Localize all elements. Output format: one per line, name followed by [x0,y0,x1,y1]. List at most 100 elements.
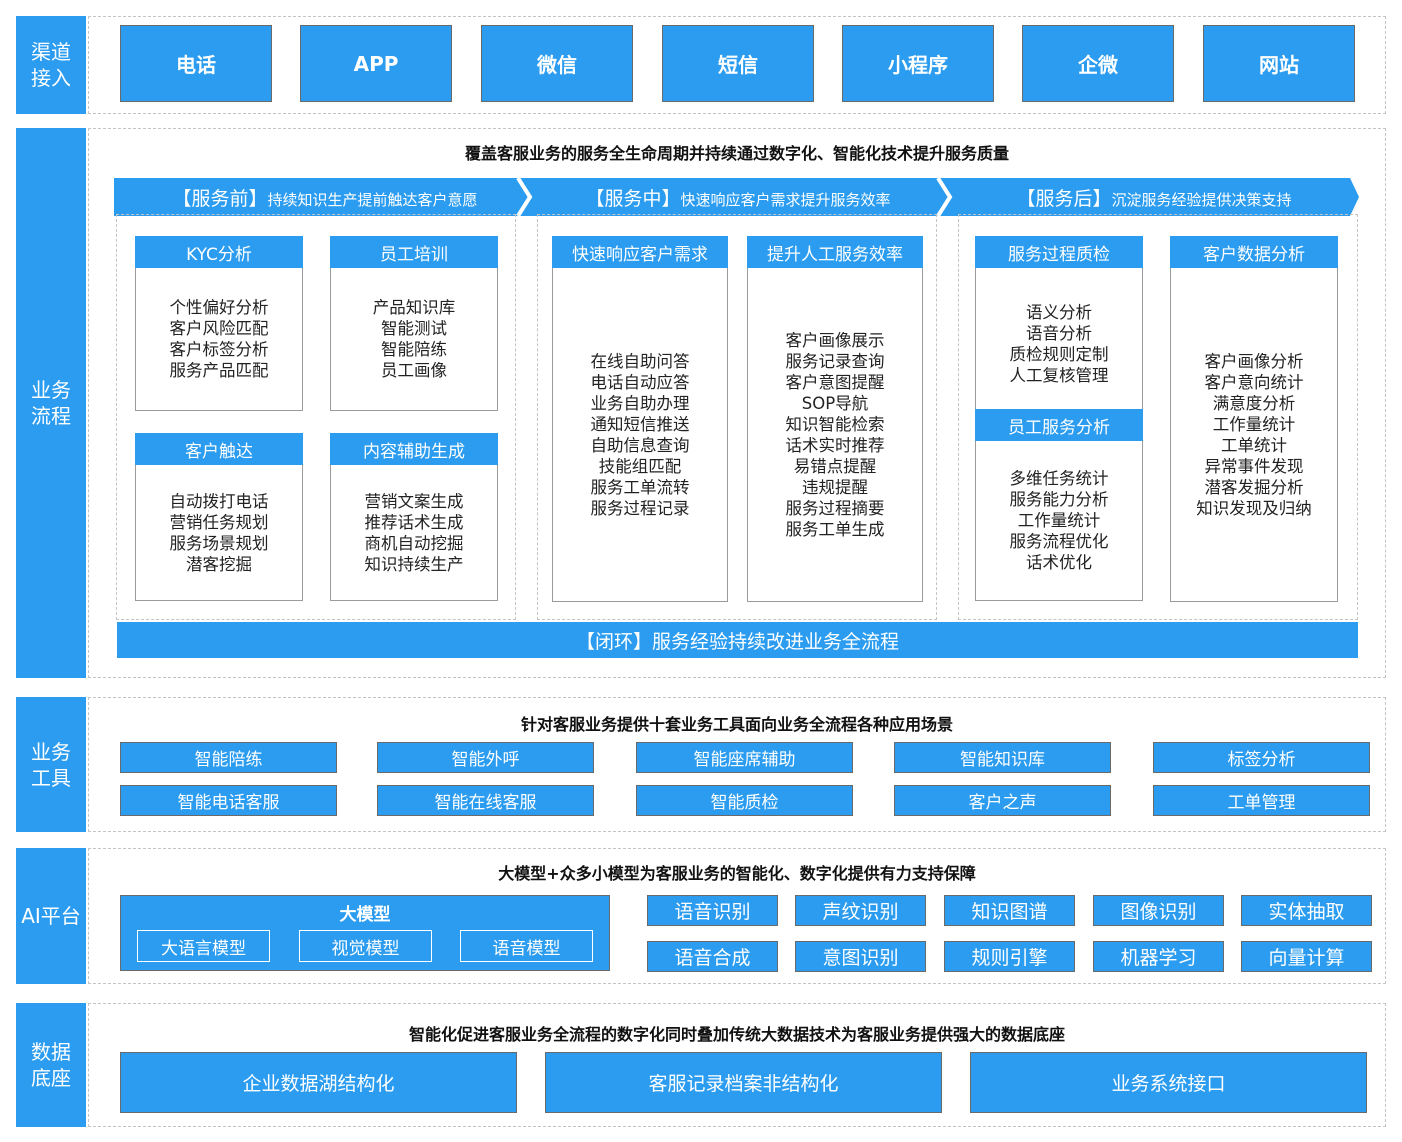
card-item: 通知短信推送 [590,414,690,434]
card-item: 服务流程优化 [1009,532,1109,551]
channel-sms: 短信 [662,25,814,102]
data-title: 智能化促进客服业务全流程的数字化同时叠加传统大数据技术为客服业务提供强大的数据底… [408,1025,1065,1044]
phase-arrow-after [944,178,1359,216]
phase-during-desc: 快速响应客户需求提升服务效率 [680,191,891,209]
ai-model-item: 语音合成 [647,941,778,972]
tool-item: 智能知识库 [894,742,1111,773]
card-quality-inspection: 服务过程质检语义分析语音分析质检规则定制人工复核管理 [975,236,1143,421]
phase-before-label: 【服务前】 持续知识生产提前触达客户意愿 [135,184,515,210]
big-model-box: 大模型 大语言模型 视觉模型 语音模型 [120,895,610,971]
data-lake-structured: 企业数据湖结构化 [120,1052,517,1113]
phase-before-tag: 【服务前】 [172,188,268,210]
tools-panel [88,697,1386,832]
phase-after-tag: 【服务后】 [1016,188,1112,210]
card-item: 营销文案生成 [364,491,464,511]
channel-phone: 电话 [120,25,272,102]
card-staff-analysis: 员工服务分析多维任务统计服务能力分析工作量统计服务流程优化话术优化 [975,409,1143,601]
card-item: 客户画像展示 [785,330,885,350]
card-item: 服务产品匹配 [169,361,269,380]
card-item: 服务工单流转 [590,477,690,497]
card-item: 智能测试 [381,319,447,338]
tool-item: 客户之声 [894,785,1111,816]
phase-arrows [114,178,1359,216]
card-customer-data: 客户数据分析客户画像分析客户意向统计满意度分析工作量统计工单统计异常事件发现潜客… [1170,236,1338,602]
tool-item: 标签分析 [1153,742,1370,773]
phase-arrow-during [524,178,958,216]
card-item: 话术优化 [1026,553,1092,572]
ai-model-item: 机器学习 [1093,941,1224,972]
card-item: 多维任务统计 [1009,469,1109,488]
card-item: 知识持续生产 [364,554,464,574]
card-item: SOP导航 [801,393,869,413]
ai-model-item: 向量计算 [1241,941,1372,972]
tool-item: 智能座席辅助 [636,742,853,773]
ai-model-item: 实体抽取 [1241,895,1372,926]
channel-miniprogram: 小程序 [842,25,994,102]
card-title: KYC分析 [135,236,303,268]
card-item: 客户风险匹配 [169,319,269,338]
ai-model-item: 知识图谱 [944,895,1075,926]
card-item: 知识智能检索 [785,414,885,434]
channel-panel [88,16,1386,114]
card-title: 客户数据分析 [1170,236,1338,268]
phase-arrow-before [114,178,538,216]
card-item: 服务过程记录 [590,498,690,518]
card-content-generation: 内容辅助生成营销文案生成推荐话术生成商机自动挖掘知识持续生产 [330,433,498,601]
card-item: 人工复核管理 [1009,366,1109,385]
card-item: 潜客发掘分析 [1204,477,1304,497]
ai-model-item: 图像识别 [1093,895,1224,926]
phase-before-desc: 持续知识生产提前触达客户意愿 [267,191,478,209]
ai-title: 大模型+众多小模型为客服业务的智能化、数字化提供有力支持保障 [498,864,976,883]
channel-wecom: 企微 [1022,25,1174,102]
process-panel [88,128,1386,678]
card-item: 在线自助问答 [590,351,690,371]
card-title: 提升人工服务效率 [747,236,923,268]
card-item: 产品知识库 [372,298,456,317]
sub-model-llm: 大语言模型 [137,930,270,962]
card-body: 产品知识库智能测试智能陪练员工画像 [330,268,498,411]
card-title: 快速响应客户需求 [552,236,728,268]
card-item: 服务工单生成 [785,519,885,539]
card-item: 异常事件发现 [1204,456,1304,476]
card-kyc: KYC分析个性偏好分析客户风险匹配客户标签分析服务产品匹配 [135,236,303,411]
card-item: 服务能力分析 [1009,490,1109,509]
card-item: 工作量统计 [1212,414,1296,434]
card-body: 自动拨打电话营销任务规划服务场景规划潜客挖掘 [135,465,303,601]
ai-panel [88,848,1386,984]
card-title: 员工服务分析 [975,409,1143,441]
card-item: 客户意向统计 [1204,372,1304,392]
phase-after-group [958,214,1358,620]
card-item: 质检规则定制 [1009,345,1109,364]
tool-item: 智能陪练 [120,742,337,773]
data-panel [88,1003,1386,1127]
tool-item: 智能质检 [636,785,853,816]
card-item: 语义分析 [1026,303,1092,322]
data-records-unstructured: 客服记录档案非结构化 [545,1052,942,1113]
card-item: 客户标签分析 [169,340,269,359]
phase-after-label: 【服务后】 沉淀服务经验提供决策支持 [964,184,1344,210]
phase-during-group [537,214,937,620]
card-body: 语义分析语音分析质检规则定制人工复核管理 [975,268,1143,421]
card-item: 服务过程摘要 [785,498,885,518]
card-item: 自助信息查询 [590,435,690,455]
card-item: 营销任务规划 [169,512,269,532]
card-item: 推荐话术生成 [364,512,464,532]
card-item: 工作量统计 [1017,511,1101,530]
process-title: 覆盖客服业务的服务全生命周期并持续通过数字化、智能化技术提升服务质量 [464,144,1009,163]
phase-during-label: 【服务中】 快速响应客户需求提升服务效率 [548,184,928,210]
card-body: 营销文案生成推荐话术生成商机自动挖掘知识持续生产 [330,465,498,601]
card-item: 服务场景规划 [169,533,269,553]
section-label-ai: AI平台 [16,848,86,984]
card-item: 智能陪练 [381,340,447,359]
card-item: 客户画像分析 [1204,351,1304,371]
big-model-title: 大模型 [339,905,391,925]
card-item: 技能组匹配 [598,456,682,476]
card-item: 客户意图提醒 [785,372,885,392]
card-body: 多维任务统计服务能力分析工作量统计服务流程优化话术优化 [975,441,1143,601]
card-item: 工单统计 [1221,435,1287,455]
card-item: 知识发现及归纳 [1196,498,1312,518]
card-title: 客户触达 [135,433,303,465]
card-item: 潜客挖掘 [186,554,252,574]
card-item: 话术实时推荐 [785,435,885,455]
